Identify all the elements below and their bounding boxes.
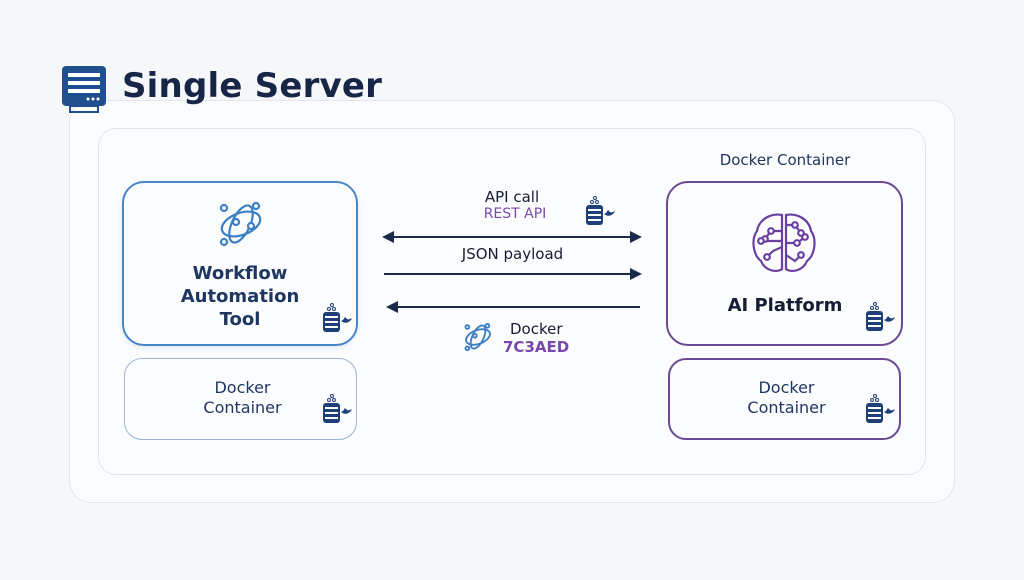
docker-server-icon bbox=[322, 394, 353, 424]
docker-server-icon bbox=[865, 302, 896, 332]
ai-platform-box bbox=[666, 181, 903, 346]
color-code-label: 7C3AED bbox=[503, 338, 570, 356]
response-arrow bbox=[386, 301, 640, 313]
right-docker-container-box bbox=[668, 358, 901, 440]
workflow-automation-label: Workflow Automation Tool bbox=[180, 263, 300, 330]
ai-platform-label: AI Platform bbox=[727, 295, 843, 316]
page-title: Single Server bbox=[122, 66, 383, 106]
left-docker-container-label: Docker Container bbox=[203, 378, 282, 417]
request-arrow bbox=[384, 268, 642, 280]
api-call-label: API call bbox=[484, 188, 540, 206]
left-docker-container-box bbox=[124, 358, 357, 440]
docker-container-heading: Docker Container bbox=[719, 151, 851, 169]
docker-server-icon bbox=[322, 303, 353, 333]
workflow-network-icon bbox=[219, 201, 262, 247]
docker-server-icon bbox=[585, 196, 616, 226]
json-payload-label: JSON payload bbox=[461, 245, 564, 263]
docker-network-icon bbox=[464, 322, 491, 352]
bidirectional-api-arrow bbox=[382, 231, 642, 243]
rest-api-label: REST API bbox=[483, 206, 547, 222]
right-docker-container-label: Docker Container bbox=[747, 378, 826, 417]
docker-label: Docker bbox=[510, 320, 563, 338]
server-icon bbox=[62, 66, 106, 113]
ai-brain-icon bbox=[752, 213, 816, 272]
docker-server-icon bbox=[865, 394, 896, 424]
